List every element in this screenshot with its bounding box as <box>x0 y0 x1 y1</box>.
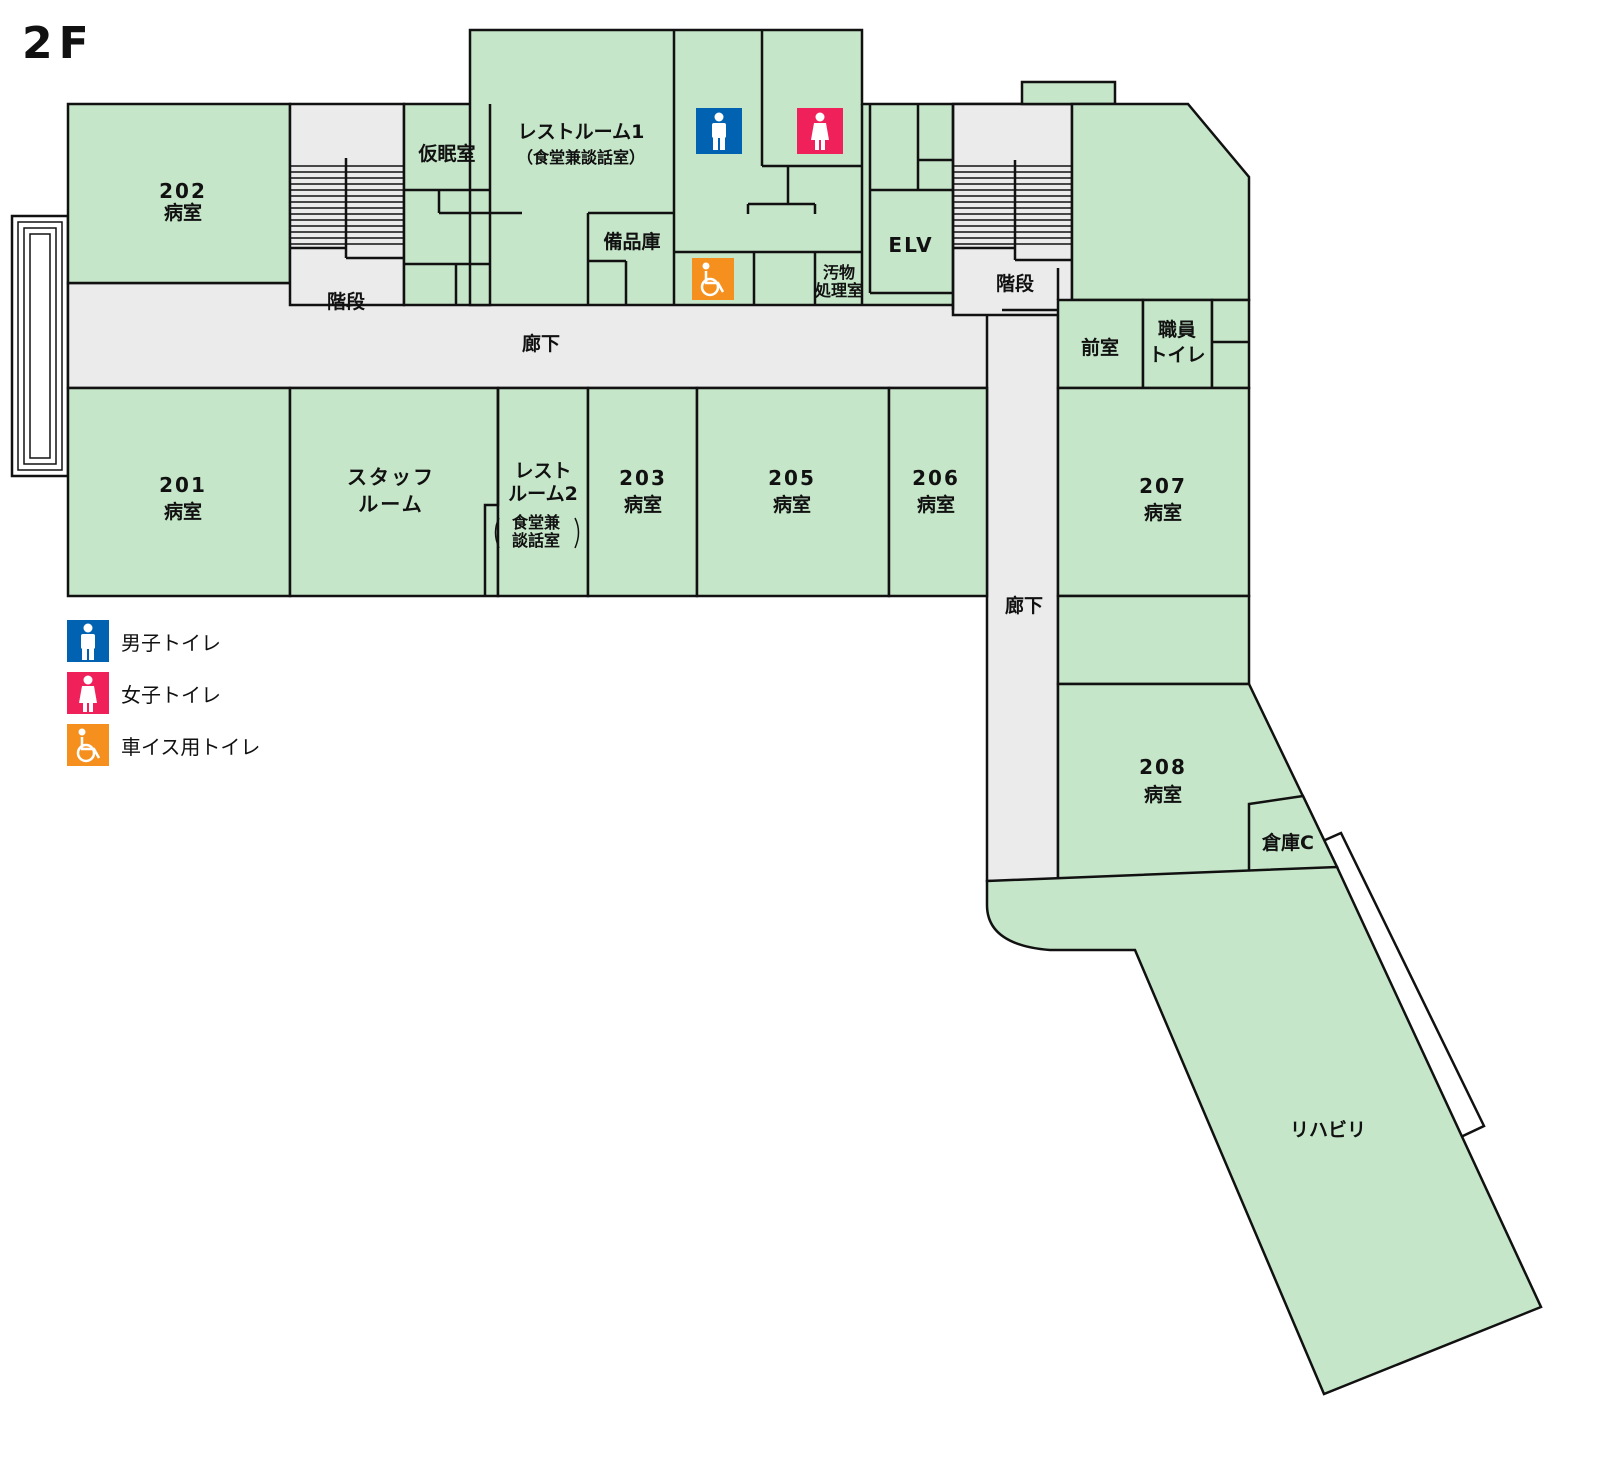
room-rehab[interactable] <box>985 865 1543 1396</box>
room-northeast[interactable] <box>1070 102 1251 302</box>
legend: 男子トイレ 女子トイレ 車イス用トイレ <box>67 620 260 776</box>
room-202[interactable] <box>66 102 292 285</box>
room-207-label: 病室 <box>1144 501 1182 524</box>
corridor-vertical[interactable] <box>985 281 1060 883</box>
rest-room-1-label: レストルーム1 <box>518 121 645 143</box>
legend-label-female: 女子トイレ <box>121 682 221 707</box>
room-203-label: 病室 <box>624 493 662 516</box>
male-icon <box>67 620 109 662</box>
legend-item-male: 男子トイレ <box>67 620 260 662</box>
room-208-number: 208 <box>1139 755 1187 779</box>
room-206[interactable] <box>887 386 989 598</box>
male-icon <box>696 108 742 154</box>
room-207[interactable] <box>1056 386 1251 598</box>
rest-room-2-label-4: 談話室 <box>512 531 560 550</box>
room-202-label: 病室 <box>164 201 202 224</box>
corridor-horizontal-label: 廊下 <box>522 332 560 355</box>
stairs-right[interactable] <box>951 102 1074 317</box>
anteroom-label: 前室 <box>1081 336 1119 359</box>
room-202-number: 202 <box>159 179 207 203</box>
room-201[interactable] <box>66 386 292 598</box>
room-rest-2[interactable] <box>496 386 590 598</box>
storage-c-label: 倉庫C <box>1261 831 1314 854</box>
rest-room-2-label-1: レスト <box>514 460 571 482</box>
legend-label-wheelchair: 車イス用トイレ <box>121 734 261 759</box>
wheelchair-icon <box>67 724 109 766</box>
legend-item-female: 女子トイレ <box>67 672 260 714</box>
floor-title: 2F <box>22 18 95 69</box>
female-icon <box>797 108 843 154</box>
elevator-label: ELV <box>888 233 933 257</box>
staff-room-label-1: スタッフ <box>347 465 435 489</box>
staff-toilet-label-2: トイレ <box>1148 344 1205 366</box>
stairs-right-label: 階段 <box>996 272 1035 295</box>
nap-room-label: 仮眠室 <box>417 142 475 165</box>
wheelchair-icon <box>692 258 734 300</box>
room-staff[interactable] <box>288 386 500 598</box>
dirty-room-label-2: 処理室 <box>815 281 863 300</box>
room-203-number: 203 <box>619 466 667 490</box>
room-201-label: 病室 <box>164 500 202 523</box>
stairs-left-treads <box>290 158 404 260</box>
room-205-label: 病室 <box>773 493 811 516</box>
rehab-label: リハビリ <box>1290 1119 1366 1141</box>
room-unlabeled[interactable] <box>1056 594 1251 686</box>
rest-room-1-sublabel: （食堂兼談話室） <box>517 148 645 167</box>
rest-room-2-label-3: 食堂兼 <box>511 513 560 532</box>
room-206-label: 病室 <box>917 493 955 516</box>
room-207-number: 207 <box>1139 474 1187 498</box>
room-208-label: 病室 <box>1144 783 1182 806</box>
legend-label-male: 男子トイレ <box>121 630 221 655</box>
room-206-number: 206 <box>912 466 960 490</box>
female-icon <box>67 672 109 714</box>
balcony-left <box>10 214 70 478</box>
dirty-room-label-1: 汚物 <box>823 263 855 282</box>
room-203[interactable] <box>586 386 699 598</box>
legend-item-wheelchair: 車イス用トイレ <box>67 724 260 766</box>
stairs-left-label: 階段 <box>327 290 366 313</box>
supply-room-label: 備品庫 <box>603 230 660 253</box>
room-205-number: 205 <box>768 466 816 490</box>
room-205[interactable] <box>695 386 891 598</box>
corridor-vertical-label: 廊下 <box>1005 594 1043 617</box>
staff-room-label-2: ルーム <box>358 492 423 516</box>
room-201-number: 201 <box>159 473 207 497</box>
rest-room-2-label-2: ルーム2 <box>508 483 578 505</box>
stairs-right-treads <box>953 160 1072 262</box>
staff-toilet-label-1: 職員 <box>1158 318 1196 341</box>
